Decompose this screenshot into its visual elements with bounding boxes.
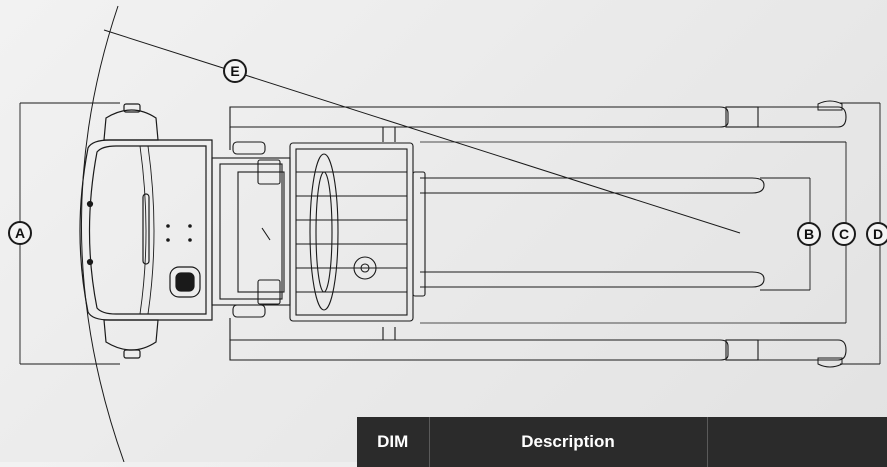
steering-control (169, 266, 201, 298)
dimension-table: DIM Description (357, 417, 887, 467)
dimension-label-d: D (866, 222, 887, 246)
turning-radius-arc (81, 5, 125, 462)
header-value (707, 417, 887, 467)
inner-forks (420, 141, 810, 324)
dimension-label-b: B (797, 222, 821, 246)
dimension-label-c: C (832, 222, 856, 246)
dimension-label-e: E (223, 59, 247, 83)
header-dim: DIM (357, 417, 430, 467)
mast-frame (289, 142, 426, 322)
turning-radius-line (103, 29, 741, 234)
header-description: Description (429, 417, 708, 467)
lift-mechanism (211, 141, 291, 318)
load-wheels (817, 100, 843, 368)
dimension-label-a: A (8, 221, 32, 245)
drive-body (79, 103, 213, 359)
forks (229, 106, 847, 361)
table-header-row: DIM Description (357, 417, 887, 467)
